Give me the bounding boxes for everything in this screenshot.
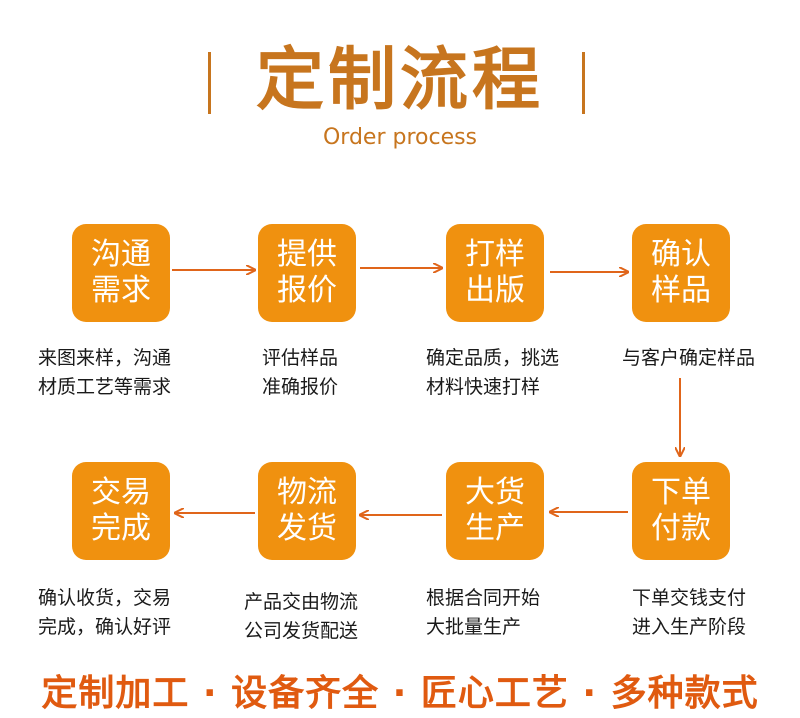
step-label-line2: 出版 xyxy=(465,273,525,308)
step-label-line2: 样品 xyxy=(651,273,711,308)
step-label-line1: 交易 xyxy=(91,475,151,510)
step-communicate: 沟通 需求 xyxy=(72,224,170,322)
step-desc-payment: 下单交钱支付 进入生产阶段 xyxy=(632,587,747,638)
step-desc-sample: 确定品质，挑选 材料快速打样 xyxy=(426,347,560,398)
step-label-line2: 生产 xyxy=(465,511,525,546)
step-shipping: 物流 发货 xyxy=(258,462,356,560)
page-subtitle: Order process xyxy=(322,125,478,150)
step-label-line1: 下单 xyxy=(651,475,711,510)
step-label-line1: 大货 xyxy=(465,475,525,510)
step-desc-complete: 确认收货，交易 完成，确认好评 xyxy=(38,587,172,638)
step-label-line2: 完成 xyxy=(91,511,151,546)
footer-slogan: 定制加工 · 设备齐全 · 匠心工艺 · 多种款式 xyxy=(41,673,759,714)
flow-arrows xyxy=(172,0,800,701)
step-desc-communicate: 来图来样，沟通 材质工艺等需求 xyxy=(38,347,172,398)
step-label-line1: 沟通 xyxy=(91,237,151,272)
step-label-line2: 需求 xyxy=(91,273,151,308)
title-left-bar xyxy=(208,52,211,114)
step-label-line2: 发货 xyxy=(277,511,337,546)
step-label-line2: 付款 xyxy=(651,511,711,546)
step-quote: 提供 报价 xyxy=(258,224,356,322)
step-confirm: 确认 样品 xyxy=(632,224,730,322)
step-label-line1: 确认 xyxy=(651,237,711,272)
step-sample: 打样 出版 xyxy=(446,224,544,322)
title-right-bar xyxy=(582,52,585,114)
step-production: 大货 生产 xyxy=(446,462,544,560)
step-label-line2: 报价 xyxy=(277,273,337,308)
step-desc-confirm: 与客户确定样品 xyxy=(622,347,756,369)
step-desc-shipping: 产品交由物流 公司发货配送 xyxy=(244,591,359,642)
step-complete: 交易 完成 xyxy=(72,462,170,560)
step-desc-quote: 评估样品 准确报价 xyxy=(262,347,339,398)
step-label-line1: 打样 xyxy=(465,237,525,272)
step-label-line1: 物流 xyxy=(277,475,337,510)
step-desc-production: 根据合同开始 大批量生产 xyxy=(426,587,541,638)
step-label-line1: 提供 xyxy=(277,237,337,272)
page-title: 定制流程 xyxy=(255,41,544,120)
step-payment: 下单 付款 xyxy=(632,462,730,560)
